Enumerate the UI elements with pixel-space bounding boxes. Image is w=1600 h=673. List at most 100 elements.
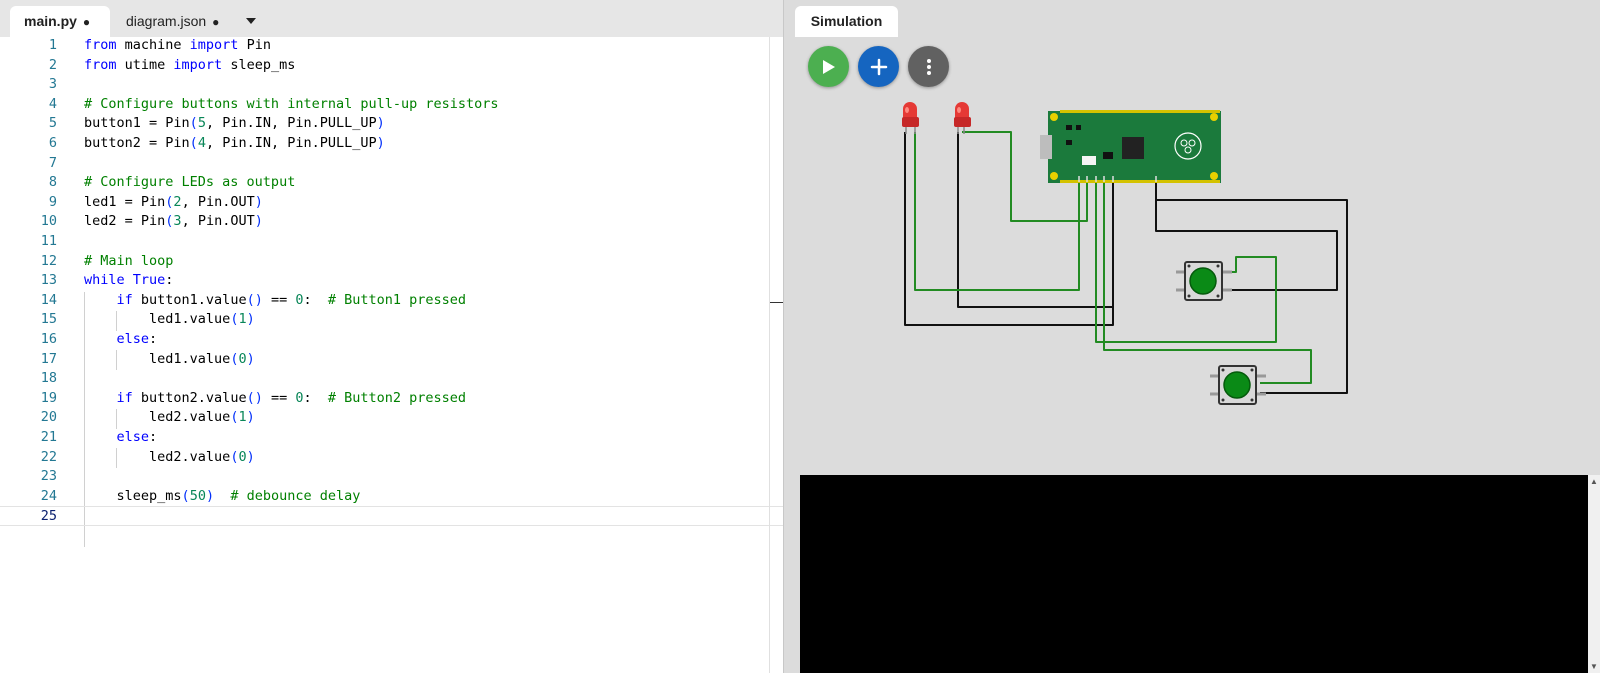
red-led-1[interactable] — [902, 102, 919, 134]
play-icon — [822, 59, 835, 74]
line-number: 17 — [40, 350, 57, 367]
play-button[interactable] — [808, 46, 849, 87]
tab-simulation[interactable]: Simulation — [795, 6, 898, 37]
code-line[interactable]: 25 — [0, 506, 783, 526]
line-number: 12 — [40, 252, 57, 269]
code-line[interactable]: 4 # Configure buttons with internal pull-… — [0, 95, 783, 115]
line-number: 5 — [48, 115, 57, 132]
code-text: led2.value(0) — [84, 448, 255, 465]
code-text: led1.value(0) — [84, 350, 255, 367]
line-number: 9 — [48, 193, 57, 210]
indent-guide — [116, 350, 117, 370]
code-line[interactable]: 12# Main loop — [0, 252, 783, 272]
more-options-button[interactable] — [908, 46, 949, 87]
code-line[interactable]: 24 sleep_ms(50) # debounce delay — [0, 487, 783, 507]
line-number: 14 — [40, 291, 57, 308]
code-line[interactable]: 15 led1.value(1) — [0, 310, 783, 330]
code-line[interactable]: 11 — [0, 232, 783, 252]
line-number: 24 — [40, 487, 57, 504]
tab-label: main.py — [24, 13, 77, 29]
pico-pins — [1060, 110, 1220, 183]
code-text: # Configure LEDs as output — [84, 174, 296, 191]
line-number: 18 — [40, 370, 57, 387]
wire-button2-gp4[interactable] — [1103, 180, 1312, 384]
tab-main-py[interactable]: main.py● — [10, 6, 110, 37]
line-number: 23 — [40, 468, 57, 485]
line-number: 10 — [40, 213, 57, 230]
code-text: led1.value(1) — [84, 311, 255, 328]
wire-led1-gp2[interactable] — [914, 132, 1080, 291]
wire-led2-gnd[interactable] — [957, 132, 1113, 308]
black-wires — [904, 132, 1348, 394]
wire-button1-gnd[interactable] — [1155, 180, 1338, 291]
code-line[interactable]: 8 # Configure LEDs as output — [0, 173, 783, 193]
code-line[interactable]: 23 — [0, 467, 783, 487]
red-led-2[interactable] — [954, 102, 971, 134]
line-number: 2 — [48, 56, 57, 73]
raspberry-pi-pico[interactable] — [1040, 110, 1221, 183]
unsaved-dot-icon: ● — [212, 15, 220, 29]
editor-scrollbar[interactable] — [769, 37, 770, 673]
line-number: 7 — [48, 154, 57, 171]
tab-diagram-json[interactable]: diagram.json● — [112, 6, 232, 37]
serial-monitor[interactable] — [800, 475, 1588, 673]
raspberry-logo-icon — [1174, 132, 1202, 160]
code-text: from machine import Pin — [84, 37, 271, 53]
code-text: if button2.value() == 0: # Button2 press… — [116, 389, 467, 406]
code-line[interactable]: 22 led2.value(0) — [0, 448, 783, 468]
tabs-dropdown-button[interactable] — [243, 6, 259, 37]
scroll-down-arrow-icon[interactable]: ▼ — [1590, 662, 1598, 671]
line-number: 25 — [40, 508, 57, 525]
code-line[interactable]: 17 led1.value(0) — [0, 350, 783, 370]
code-line[interactable]: 1 from machine import Pin — [0, 36, 783, 56]
indent-guide — [116, 409, 117, 429]
line-number: 3 — [48, 76, 57, 93]
code-line[interactable]: 18 — [0, 369, 783, 389]
green-wires — [914, 131, 1312, 384]
line-number: 13 — [40, 272, 57, 289]
code-line[interactable]: 21 else: — [0, 428, 783, 448]
line-number: 1 — [48, 37, 57, 53]
code-line[interactable]: 20 led2.value(1) — [0, 408, 783, 428]
code-line[interactable]: 16 else: — [0, 330, 783, 350]
code-text: else: — [116, 429, 158, 445]
code-line[interactable]: 3 — [0, 75, 783, 95]
code-line[interactable]: 14 if button1.value() == 0: # Button1 pr… — [0, 291, 783, 311]
pushbutton-2[interactable] — [1210, 365, 1266, 405]
code-line[interactable]: 7 — [0, 154, 783, 174]
code-line[interactable]: 19 if button2.value() == 0: # Button2 pr… — [0, 389, 783, 409]
code-line[interactable]: 10 led2 = Pin(3, Pin.OUT) — [0, 212, 783, 232]
code-line[interactable]: 13 while True: — [0, 271, 783, 291]
line-number: 6 — [48, 135, 57, 151]
circuit-canvas[interactable] — [783, 95, 1600, 475]
code-text: # Configure buttons with internal pull-u… — [84, 95, 499, 112]
line-number: 20 — [40, 409, 57, 426]
line-number: 4 — [48, 95, 57, 112]
wire-led1-gnd[interactable] — [904, 132, 1114, 326]
rp2040-chip — [1122, 137, 1144, 159]
line-number: 15 — [40, 311, 57, 328]
code-text: while True: — [84, 272, 174, 289]
wire-button1-gp5[interactable] — [1095, 180, 1277, 343]
code-text: else: — [116, 331, 158, 347]
editor-tab-bar: main.py● diagram.json● — [0, 0, 783, 37]
pushbutton-1[interactable] — [1176, 261, 1232, 301]
indent-guide — [116, 448, 117, 468]
wire-button2-gnd[interactable] — [1156, 199, 1348, 394]
serial-monitor-scrollbar[interactable]: ▲ ▼ — [1588, 475, 1600, 673]
line-number: 21 — [40, 429, 57, 445]
wire-led2-gp3[interactable] — [962, 131, 1088, 222]
code-text: led2 = Pin(3, Pin.OUT) — [84, 213, 263, 230]
code-text: if button1.value() == 0: # Button1 press… — [116, 291, 467, 308]
scroll-up-arrow-icon[interactable]: ▲ — [1590, 477, 1598, 486]
add-part-button[interactable] — [858, 46, 899, 87]
line-number: 8 — [48, 174, 57, 191]
indent-guide — [84, 292, 85, 547]
caret-down-icon — [246, 18, 256, 24]
